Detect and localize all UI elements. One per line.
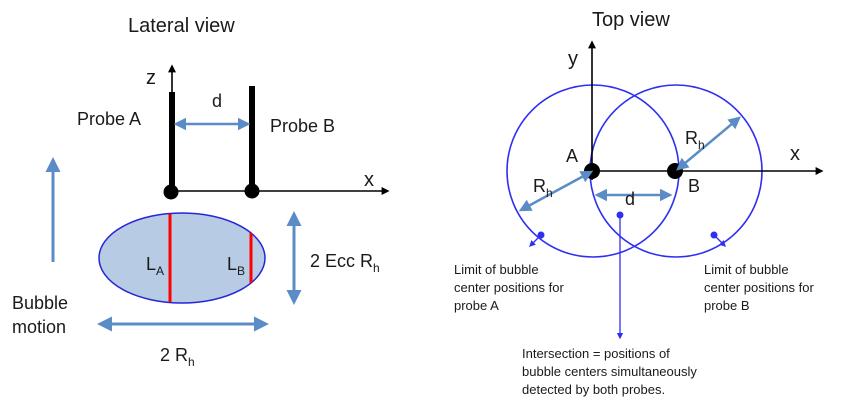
lateral-view: Lateral view z x Probe A Probe B d Bubbl…	[12, 15, 390, 369]
limit-b-note: Limit of bubble center positions for pro…	[704, 262, 817, 313]
radius-a-label: Rh	[533, 176, 553, 200]
intersection-note: Intersection = positions of bubble cente…	[522, 346, 701, 397]
bubble-ellipse	[98, 212, 266, 304]
bubble-height-label: 2 Ecc Rh	[310, 251, 380, 275]
bubble-motion-label-1: Bubble	[12, 293, 68, 313]
lateral-x-axis-label: x	[364, 169, 374, 191]
probe-a-tip	[163, 184, 179, 200]
chord-lb-label: LB	[227, 254, 245, 278]
chord-la-label: LA	[146, 254, 164, 278]
limit-a-note: Limit of bubble center positions for pro…	[454, 262, 567, 313]
point-a	[584, 163, 600, 179]
radius-b-label: Rh	[685, 128, 705, 152]
radius-b-arrow	[676, 116, 741, 171]
z-axis-label: z	[146, 67, 156, 89]
lateral-view-title: Lateral view	[128, 15, 235, 37]
probe-b-label: Probe B	[270, 116, 335, 136]
probe-distance-label: d	[212, 91, 222, 111]
point-b-label: B	[688, 176, 700, 196]
bubble-width-label: 2 Rh	[160, 345, 195, 369]
radius-a-arrow	[518, 170, 594, 212]
point-a-label: A	[566, 146, 578, 166]
top-view: Top view y x A B d Rh Rh Limit of bubble…	[454, 9, 824, 397]
top-view-title: Top view	[592, 9, 670, 31]
intersection-pointer-dot	[616, 211, 624, 219]
bubble-motion-label-2: motion	[12, 317, 66, 337]
probe-a-label: Probe A	[77, 109, 141, 129]
y-axis-label: y	[568, 48, 578, 70]
probe-b-tip	[244, 183, 260, 199]
top-x-axis-label: x	[790, 143, 800, 165]
top-distance-label: d	[625, 189, 635, 209]
limit-a-pointer	[529, 235, 541, 247]
limit-b-pointer	[714, 235, 726, 247]
